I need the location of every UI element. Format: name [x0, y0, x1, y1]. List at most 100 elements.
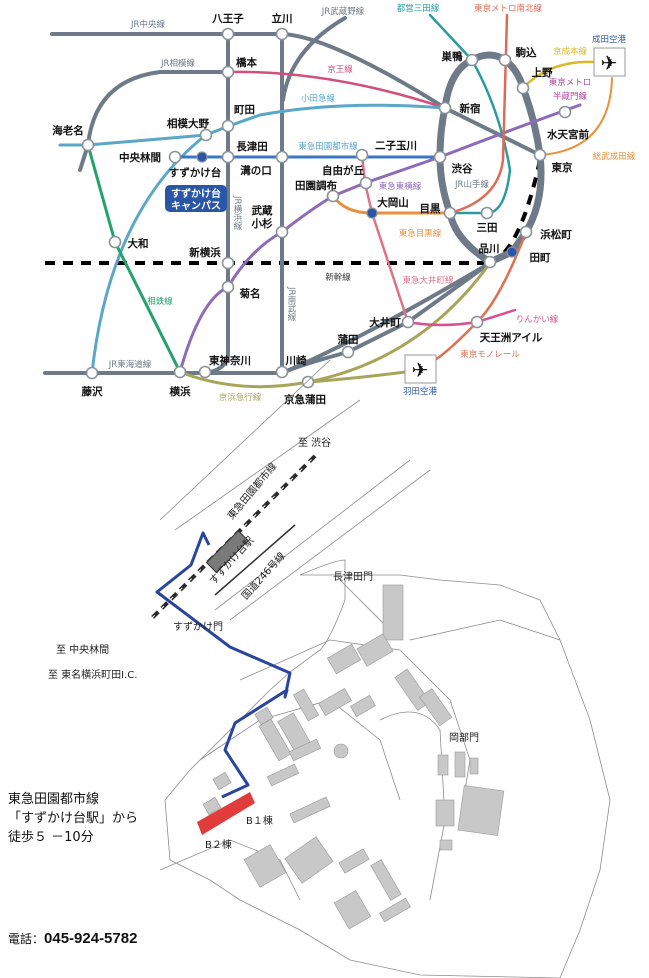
stations: 八王子立川橋本町田相模大野海老名中央林間すずかけ台長津田溝の口自由が丘田園調布二…	[52, 12, 589, 406]
building-b1-b2-highlight	[197, 792, 255, 835]
line-toei-mita	[428, 13, 512, 215]
access-line1: 東急田園都市線	[8, 792, 100, 807]
to-chuorinkan: 至 中央林間	[56, 643, 109, 656]
station-label: すずかけ台	[169, 166, 222, 179]
label-jr-musashino: JR武蔵野線	[321, 6, 365, 17]
route-map: 八王子立川橋本町田相模大野海老名中央林間すずかけ台長津田溝の口自由が丘田園調布二…	[43, 3, 636, 406]
station-label: 藤沢	[82, 385, 103, 398]
station-marker	[85, 366, 99, 380]
label-jr-nambu: JR南武線	[286, 286, 296, 321]
denentoshi-line-label: 東急田園都市線	[224, 460, 279, 522]
station-marker	[108, 235, 122, 249]
airplane-icon: ✈	[601, 51, 618, 75]
station-marker	[221, 65, 235, 79]
station-marker	[465, 53, 479, 67]
gate-okabe[interactable]: 岡部門	[449, 731, 479, 744]
station-marker	[498, 53, 512, 67]
access-directions: 東急田園都市線 「すずかけ台駅」から 徒歩５ －10分	[8, 790, 138, 847]
telephone: 電話：045-924-5782	[8, 930, 137, 947]
station-marker	[221, 27, 235, 41]
route-246-label: 国道246号線	[239, 549, 288, 602]
station-label: 上野	[532, 66, 553, 79]
label-tokyo-monorail: 東京モノレール	[460, 349, 520, 360]
line-keio	[226, 70, 447, 110]
label-keisei: 京成本線	[553, 46, 588, 57]
station-marker	[480, 206, 494, 220]
station-label: 菊名	[239, 287, 261, 300]
station-marker	[221, 280, 235, 294]
station-marker	[275, 365, 289, 379]
line-jr-musashino	[281, 16, 347, 102]
station-marker	[558, 105, 572, 119]
label-keikyu: 京浜急行線	[219, 392, 262, 403]
station-marker	[433, 150, 447, 164]
walking-route	[155, 531, 292, 799]
gate-nagatsuta[interactable]: 長津田門	[333, 571, 373, 583]
station-label: 東神奈川	[209, 354, 251, 367]
station-marker	[275, 150, 289, 164]
station-marker	[533, 148, 547, 162]
station-marker	[168, 150, 182, 164]
line-jr-sagami	[78, 70, 230, 172]
station-label: 巣鴨	[441, 50, 463, 63]
station-marker	[81, 138, 95, 152]
label-sotetsu: 相鉄線	[147, 296, 173, 307]
line-jr-yamanote	[436, 51, 545, 266]
station-marker	[443, 206, 457, 220]
label-metro-hanzomon-1: 東京メトロ	[549, 77, 592, 88]
label-tokyu-meguro: 東急目黒線	[399, 228, 442, 239]
station-label: 蒲田	[338, 333, 359, 346]
station-label: 大岡山	[377, 196, 409, 209]
station-label: 中央林間	[119, 151, 161, 164]
station-marker	[221, 150, 235, 164]
access-line2: 「すずかけ台駅」から	[8, 811, 139, 826]
station-label: 田町	[530, 252, 551, 264]
label-toei-mita: 都営三田線	[397, 3, 440, 14]
station-marker	[470, 315, 484, 329]
line-keikyu	[178, 261, 492, 389]
station-label: 八王子	[211, 13, 244, 25]
station-label: 田園調布	[295, 179, 337, 192]
label-rinkai: りんかい線	[516, 314, 559, 325]
station-marker	[173, 365, 187, 379]
station-marker	[221, 119, 235, 133]
narita-label: 成田空港	[592, 34, 627, 45]
label-jr-tokaido: JR東海道線	[108, 359, 152, 370]
station-marker	[359, 176, 373, 190]
haneda-airport: ✈ 羽田空港	[403, 354, 437, 397]
station-label: 町田	[234, 104, 255, 116]
station-marker	[301, 375, 315, 389]
station-marker	[326, 189, 340, 203]
line-metro-namboku	[448, 13, 509, 215]
station-label: 大井町	[369, 316, 401, 329]
tel-number[interactable]: 045-924-5782	[44, 930, 138, 947]
station-marker	[438, 101, 452, 115]
tel-label: 電話：	[8, 932, 45, 946]
label-odakyu: 小田急線	[301, 93, 336, 104]
line-labels: JR中央線 JR相模線 JR武蔵野線 京王線 小田急線 東急田園都市線 都営三田…	[108, 3, 636, 403]
line-odakyu	[58, 103, 447, 147]
campus-buildings	[202, 584, 505, 930]
station-label: 自由が丘	[322, 164, 364, 177]
label-tokyu-oimachi: 東急大井町線	[402, 275, 454, 286]
station-label: 三田	[477, 222, 498, 234]
gate-suzukake[interactable]: すずかけ門	[173, 621, 223, 633]
line-tokyu-oimachi	[360, 153, 410, 324]
to-tomei-ic: 至 東名横浜町田I.C.	[48, 668, 137, 681]
label-b1: B１棟	[246, 814, 273, 827]
line-sotetsu	[86, 143, 182, 374]
airplane-icon: ✈	[412, 358, 429, 382]
line-keikyu-airport	[306, 370, 407, 384]
station-label: 東京	[552, 161, 573, 174]
station-label: 目黒	[420, 203, 441, 215]
route-246	[214, 524, 296, 596]
label-metro-namboku: 東京メトロ南北線	[474, 3, 543, 14]
line-keisei	[521, 60, 597, 90]
station-marker	[355, 148, 369, 162]
campus-badge-line2: キャンパス	[171, 200, 221, 212]
label-keio: 京王線	[327, 64, 353, 75]
line-jr-chuo	[50, 32, 542, 157]
station-marker	[401, 315, 415, 329]
station-marker	[506, 246, 518, 258]
